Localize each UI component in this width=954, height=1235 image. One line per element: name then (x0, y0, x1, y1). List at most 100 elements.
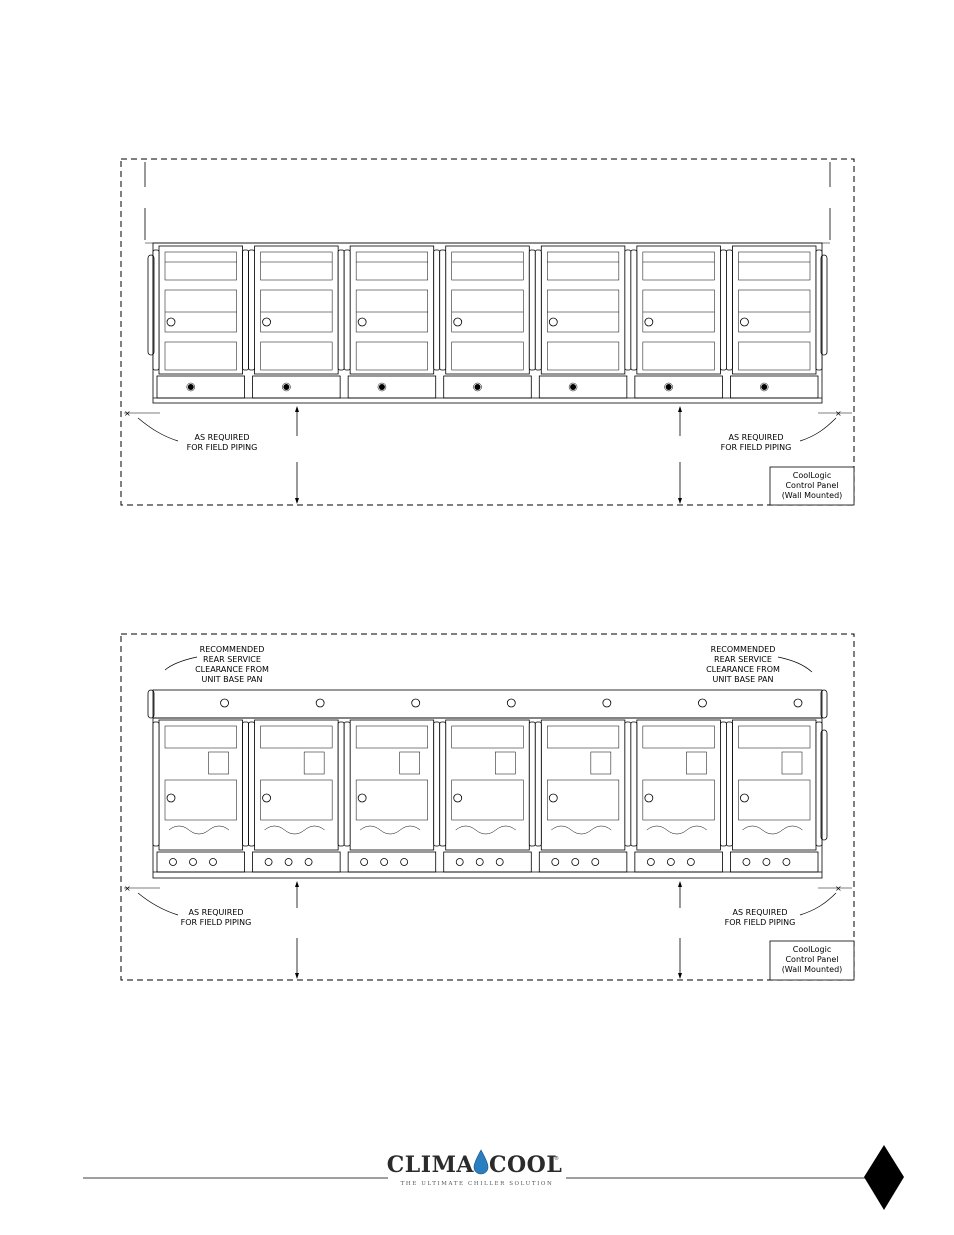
module-base-port (665, 384, 672, 390)
row-side-cap-right (820, 729, 828, 841)
module-body (636, 719, 721, 851)
module-right-post (815, 249, 823, 371)
module-base-port (762, 858, 771, 866)
module-lower-panel (642, 341, 715, 371)
module-port-circle (166, 793, 176, 803)
footer: CLIMA COOL ® THE ULTIMATE CHILLER SOLUTI… (83, 1145, 904, 1210)
module-port-circle (357, 793, 367, 803)
module-body (445, 245, 530, 375)
module-mid-panel (260, 779, 333, 821)
chiller-module (726, 698, 823, 873)
module-upper-panel (451, 251, 524, 281)
module-left-post (152, 721, 160, 847)
module-pump-curve (264, 825, 325, 835)
module-left-post (726, 721, 733, 847)
row-end-cap-left (147, 254, 155, 356)
top-control-panel-line3: (Wall Mounted) (782, 491, 843, 500)
module-left-post (248, 249, 255, 371)
module-body (158, 719, 243, 851)
bottom-control-panel-line3: (Wall Mounted) (782, 965, 843, 974)
module-top-port (411, 698, 421, 708)
module-base (347, 851, 437, 873)
module-lower-panel (451, 341, 524, 371)
module-upper-panel (260, 725, 333, 749)
module-right-post (242, 249, 249, 371)
module-left-post (152, 249, 160, 371)
top-control-panel-line2: Control Panel (785, 481, 838, 490)
chiller-module (534, 245, 632, 399)
module-top-port (315, 698, 325, 708)
module-port-circle (166, 317, 176, 327)
module-pump-curve (359, 825, 421, 835)
module-right-post (815, 721, 823, 847)
module-right-post (624, 249, 632, 371)
module-port-circle (262, 317, 271, 327)
module-right-post (528, 249, 536, 371)
top-control-panel-line1: CoolLogic (793, 471, 832, 480)
module-left-post (439, 249, 447, 371)
module-port-circle (357, 317, 367, 327)
bottom-clearance-right-line4: UNIT BASE PAN (712, 675, 773, 684)
module-base-port (455, 858, 464, 866)
module-upper-panel (738, 251, 811, 281)
module-compressor-box (303, 751, 325, 775)
module-compressor-box (590, 751, 612, 775)
top-room-boundary (120, 158, 855, 506)
module-upper-panel (642, 725, 715, 749)
logo-text-clima: CLIMA (387, 1152, 475, 1178)
top-layout-diagram: × × AS REQUIRED FOR FIELD PIPING AS REQU… (120, 158, 855, 506)
module-right-post (720, 721, 727, 847)
module-body (349, 719, 435, 851)
module-body (732, 245, 817, 375)
module-base (347, 375, 437, 399)
chiller-module (152, 698, 249, 873)
svg-text:×: × (124, 884, 131, 893)
module-port-circle (740, 793, 749, 803)
chiller-module (343, 245, 441, 399)
top-control-panel-box (769, 466, 855, 506)
logo-tagline: THE ULTIMATE CHILLER SOLUTION (401, 1181, 554, 1187)
module-mid-panel (451, 779, 524, 821)
module-left-post (534, 721, 542, 847)
svg-text:×: × (124, 409, 131, 418)
module-body (540, 245, 626, 375)
module-upper-panel (355, 251, 428, 281)
module-base-port (666, 858, 675, 866)
module-base-port-ring (186, 382, 196, 392)
module-base (443, 375, 532, 399)
module-body (636, 245, 721, 375)
chiller-module (439, 245, 536, 399)
bottom-piping-left-line1: AS REQUIRED (189, 908, 244, 917)
module-pump-curve (455, 825, 516, 835)
chiller-module (630, 698, 727, 873)
module-right-post (433, 721, 441, 847)
module-base (538, 851, 628, 873)
module-base-port (378, 384, 385, 390)
module-base (538, 375, 628, 399)
module-mid-panel (738, 289, 811, 333)
module-base-port-ring (759, 382, 769, 392)
module-pump-curve (742, 825, 803, 835)
module-base-port-ring (473, 382, 482, 392)
module-base-port (209, 858, 217, 866)
module-compressor-box (399, 751, 420, 775)
chiller-module (248, 245, 345, 399)
module-top-port (793, 698, 803, 708)
bottom-clearance-left-line3: CLEARANCE FROM (195, 665, 269, 674)
module-base-port (570, 384, 577, 390)
module-right-post (528, 721, 536, 847)
module-upper-panel (355, 725, 428, 749)
module-base-port (169, 858, 177, 866)
module-base (156, 851, 245, 873)
bottom-clearance-left-line1: RECOMMENDED (200, 645, 265, 654)
module-right-post (337, 721, 345, 847)
module-upper-panel (547, 725, 620, 749)
module-base (730, 851, 819, 873)
module-mid-panel (164, 779, 237, 821)
droplet-icon (473, 1149, 489, 1175)
module-left-post (630, 721, 638, 847)
module-compressor-box (781, 751, 803, 775)
module-port-circle (644, 317, 654, 327)
module-port-circle (262, 793, 271, 803)
module-mid-panel (738, 779, 811, 821)
